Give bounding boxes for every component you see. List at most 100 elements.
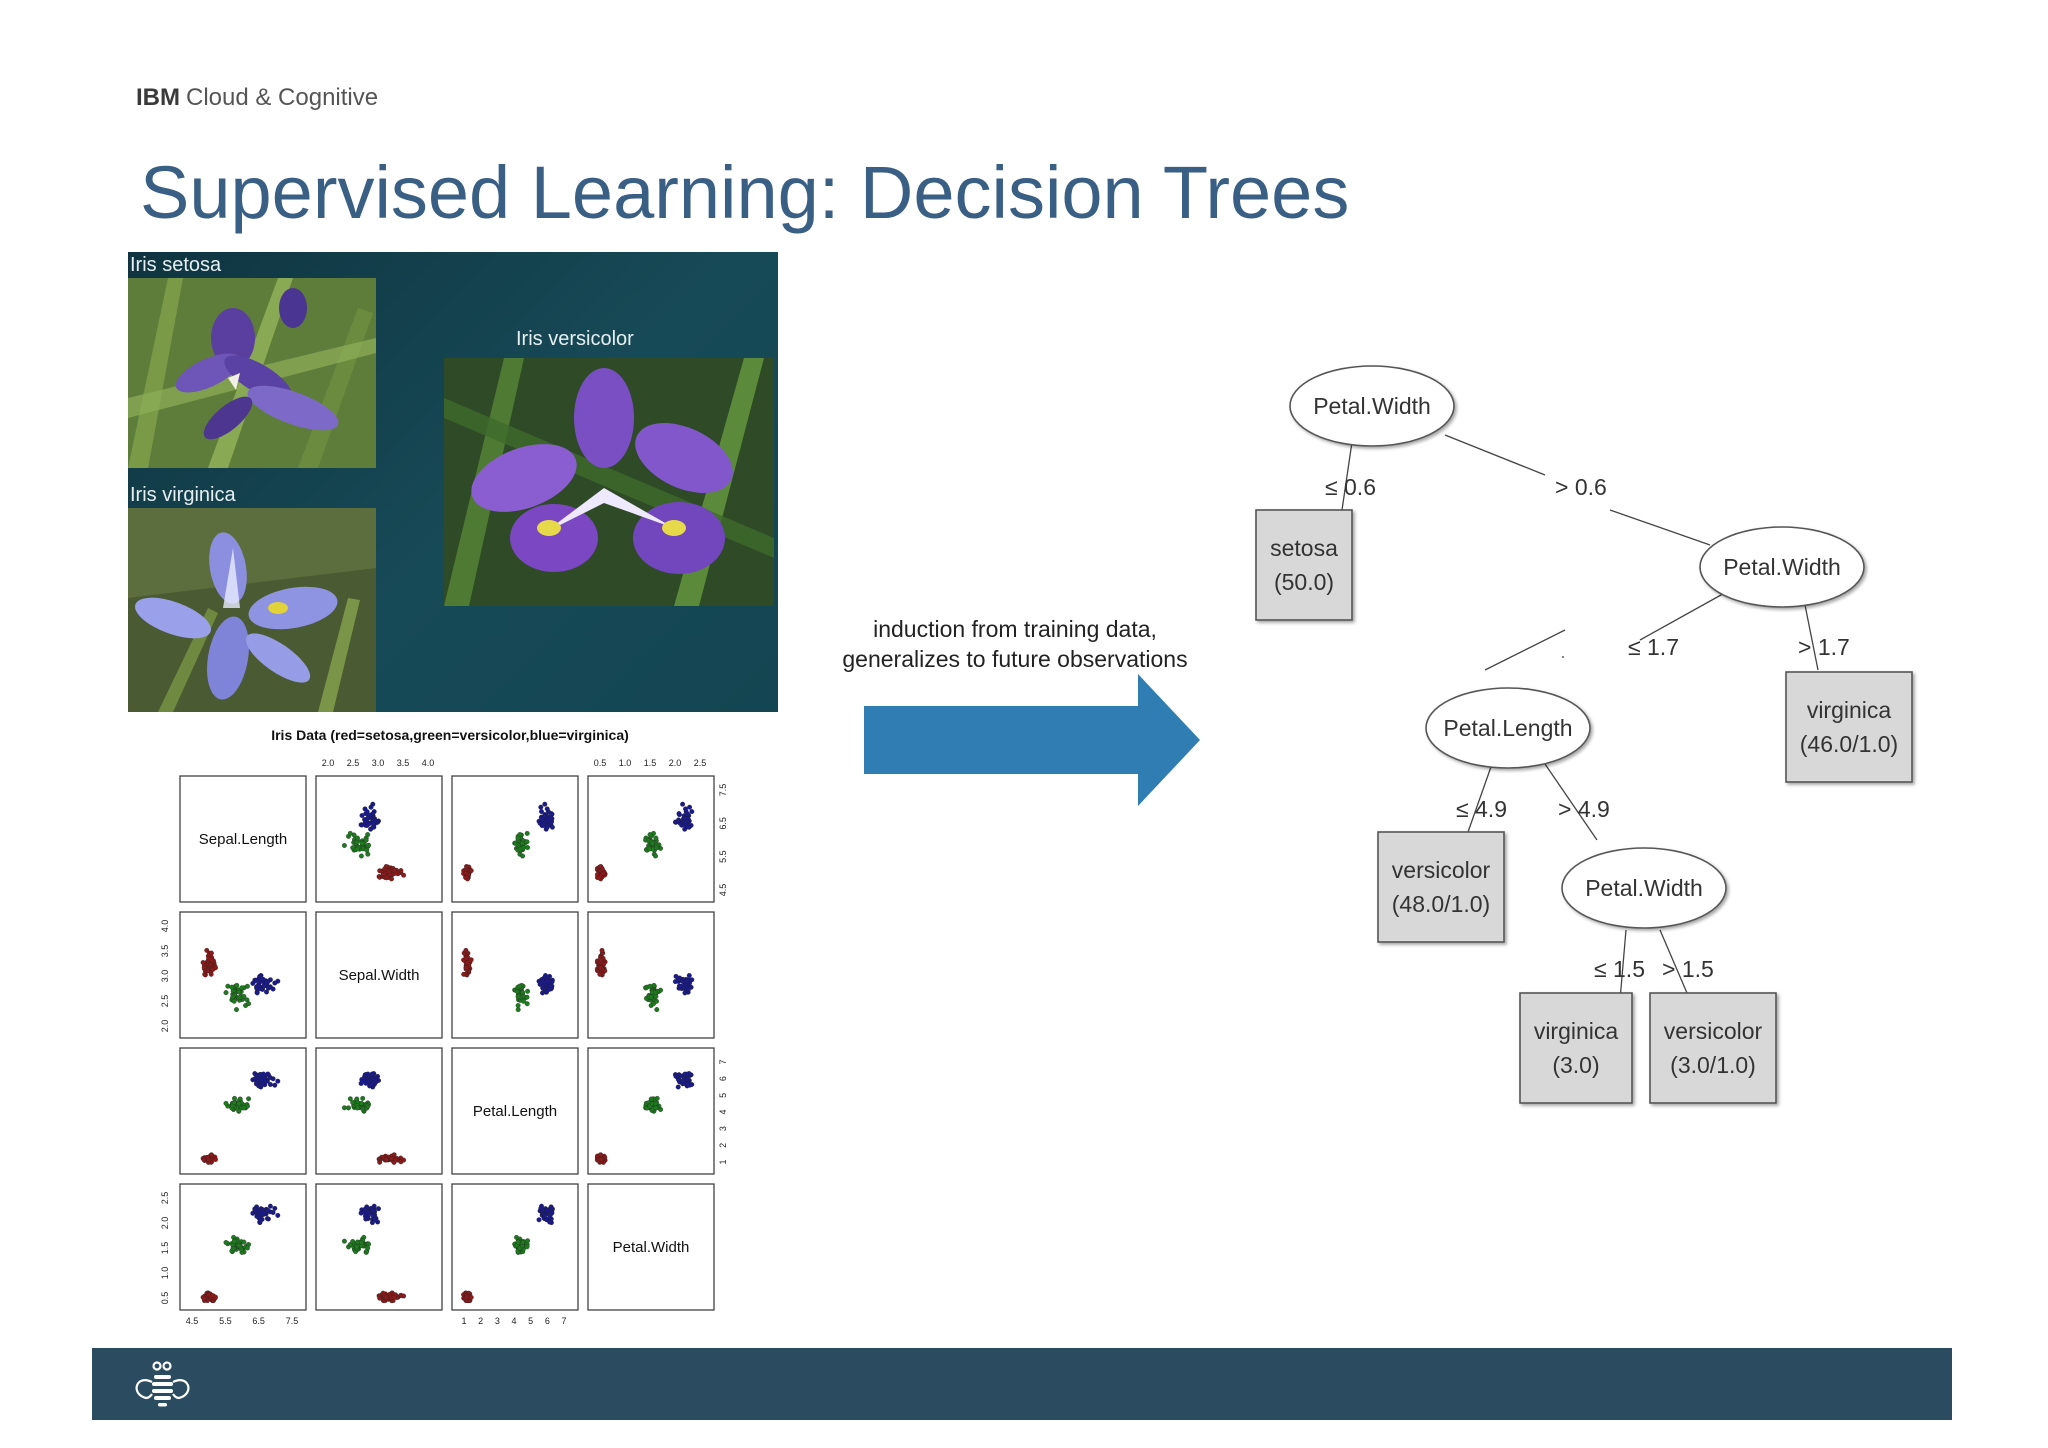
point-virginica <box>675 1084 681 1090</box>
scatter-panel-2-3 <box>587 1047 715 1175</box>
leaf-virginica-b-name: virginica <box>1534 1018 1619 1044</box>
point-virginica <box>362 819 368 825</box>
point-setosa <box>391 1294 397 1300</box>
bottom-col3-tick: 4 <box>511 1316 516 1326</box>
point-virginica <box>253 1081 259 1087</box>
point-virginica <box>682 1071 688 1077</box>
point-versicolor <box>347 1096 353 1102</box>
point-versicolor <box>365 1103 371 1109</box>
point-versicolor <box>648 994 654 1000</box>
point-virginica <box>272 980 278 986</box>
leaf-virginica-a-name: virginica <box>1807 697 1892 723</box>
point-setosa <box>213 965 218 971</box>
point-versicolor <box>244 983 250 989</box>
bottom-col3-tick: 1 <box>461 1316 466 1326</box>
point-virginica <box>544 818 550 824</box>
bottom-col3-tick: 2 <box>478 1316 483 1326</box>
point-virginica <box>258 1217 264 1223</box>
iris-versicolor-photo <box>444 358 774 606</box>
variable-label: Sepal.Width <box>339 967 420 984</box>
point-virginica <box>376 1206 381 1212</box>
point-virginica <box>682 816 688 821</box>
caption-line-2: generalizes to future observations <box>842 646 1188 672</box>
point-setosa <box>468 1294 474 1300</box>
point-versicolor <box>241 994 247 999</box>
node-low-label: Petal.Width <box>1585 875 1703 901</box>
point-virginica <box>539 823 545 829</box>
leaf-versicolor-b-count: (3.0/1.0) <box>1670 1052 1756 1078</box>
point-virginica <box>358 1081 364 1086</box>
scatter-panel-1-0 <box>179 911 307 1039</box>
point-virginica <box>252 1076 258 1082</box>
point-setosa <box>377 1159 383 1165</box>
right-row3-tick: 2 <box>718 1143 728 1148</box>
point-setosa <box>468 957 474 963</box>
point-versicolor <box>517 983 523 989</box>
right-row3-tick: 4 <box>718 1109 728 1114</box>
bottom-col1-tick: 4.5 <box>186 1316 199 1326</box>
point-setosa <box>201 964 207 970</box>
point-virginica <box>267 1203 273 1209</box>
point-setosa <box>598 864 604 869</box>
point-virginica <box>265 979 271 985</box>
edge-gt-4-9: > 4.9 <box>1558 796 1610 822</box>
point-versicolor <box>524 994 530 1000</box>
point-versicolor <box>525 988 531 994</box>
scatter-panel-3-1 <box>315 1183 443 1311</box>
iris-photo-panel: Iris setosa Iris versicolor Iris virgini… <box>128 252 778 712</box>
point-setosa <box>598 957 604 963</box>
point-versicolor <box>354 846 360 852</box>
point-versicolor <box>358 1100 364 1106</box>
point-versicolor <box>366 842 372 848</box>
arrow-shape <box>864 674 1200 806</box>
bottom-col3-tick: 7 <box>561 1316 566 1326</box>
point-versicolor <box>524 839 530 845</box>
scatter-diagonal-Petal.Width: Petal.Width <box>587 1183 715 1311</box>
brand-subtitle: Cloud & Cognitive <box>186 84 379 111</box>
point-versicolor <box>649 840 655 846</box>
point-versicolor <box>239 985 245 991</box>
point-setosa <box>213 1157 218 1162</box>
point-setosa <box>200 960 206 965</box>
point-setosa <box>389 876 394 882</box>
point-virginica <box>257 986 263 992</box>
point-setosa <box>401 872 407 878</box>
edge-gt-1-7: > 1.7 <box>1798 634 1850 660</box>
point-virginica <box>685 811 691 817</box>
point-virginica <box>267 1075 273 1081</box>
point-versicolor <box>234 1007 239 1013</box>
point-versicolor <box>524 830 530 836</box>
leaf-virginica-a: virginica (46.0/1.0) <box>1785 671 1913 783</box>
point-versicolor <box>225 983 231 989</box>
point-virginica <box>265 1207 271 1213</box>
node-low-petal-width: Petal.Width <box>1561 847 1727 929</box>
point-versicolor <box>654 845 659 851</box>
bottom-col3-tick: 3 <box>495 1316 500 1326</box>
point-versicolor <box>229 984 235 990</box>
top-col2-tick: 2.0 <box>322 758 335 768</box>
point-versicolor <box>520 990 526 996</box>
point-versicolor <box>355 1105 360 1111</box>
point-versicolor <box>231 1239 237 1244</box>
point-versicolor <box>236 989 242 995</box>
leaf-versicolor-b-name: versicolor <box>1664 1018 1763 1044</box>
top-col4-tick: 0.5 <box>594 758 607 768</box>
variable-label: Petal.Length <box>473 1103 557 1120</box>
point-setosa <box>599 947 605 953</box>
point-setosa <box>401 1293 407 1299</box>
leaf-versicolor-a-count: (48.0/1.0) <box>1392 891 1490 917</box>
point-versicolor <box>515 1003 521 1008</box>
point-versicolor <box>647 983 653 989</box>
point-versicolor <box>341 843 347 848</box>
point-virginica <box>687 1082 693 1088</box>
point-virginica <box>252 978 258 984</box>
top-col2-tick: 2.5 <box>347 758 360 768</box>
page-title: Supervised Learning: Decision Trees <box>140 151 1350 234</box>
right-row3-tick: 3 <box>718 1126 728 1131</box>
right-row3-tick: 6 <box>718 1076 728 1081</box>
left-row4-tick: 1.5 <box>160 1242 170 1255</box>
point-setosa <box>384 875 390 881</box>
induction-arrow <box>864 674 1200 806</box>
point-versicolor <box>515 835 521 841</box>
point-versicolor <box>515 1007 521 1013</box>
